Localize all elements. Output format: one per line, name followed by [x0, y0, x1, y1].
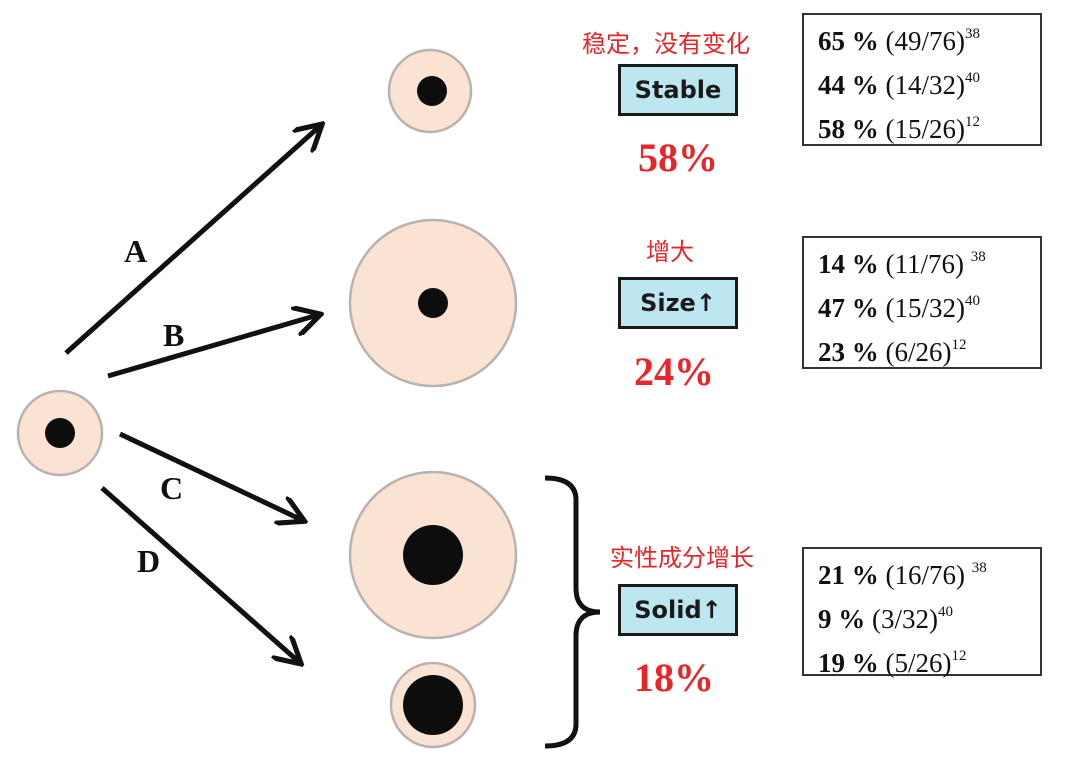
- enlarged-nodule: [348, 218, 518, 388]
- size-cn-label: 增大: [646, 238, 694, 266]
- stat-line: 65 % (49/76)38: [818, 26, 980, 56]
- solid-stats-box: 21 % (16/76) 38 9 % (3/32)40 19 % (5/26)…: [802, 547, 1042, 678]
- stat-line: 9 % (3/32)40: [818, 604, 953, 634]
- group-bracket: [544, 475, 601, 749]
- arrow-d: [100, 486, 299, 662]
- stat-line: 23 % (6/26)12: [818, 337, 967, 367]
- solid-growth-small-nodule: [389, 661, 477, 749]
- stat-line: 44 % (14/32)40: [818, 70, 980, 100]
- stable-cn-label: 稳定，没有变化: [582, 30, 750, 58]
- stable-stats-box: 65 % (49/76)38 44 % (14/32)40 58 % (15/2…: [802, 13, 1042, 146]
- solid-growth-large-nodule: [348, 470, 518, 640]
- stat-line: 47 % (15/32)40: [818, 293, 980, 323]
- size-percent: 24%: [634, 349, 714, 394]
- size-tag: Size↑: [618, 277, 738, 329]
- arrow-c: [118, 431, 302, 520]
- solid-tag: Solid↑: [618, 584, 738, 636]
- initial-nodule: [16, 389, 104, 477]
- stat-line: 14 % (11/76) 38: [818, 249, 986, 279]
- stable-tag: Stable: [618, 64, 738, 116]
- arrow-label-c: C: [160, 470, 183, 506]
- arrow-label-d: D: [137, 543, 160, 579]
- stable-percent: 58%: [638, 135, 718, 180]
- size-stats-box: 14 % (11/76) 38 47 % (15/32)40 23 % (6/2…: [802, 236, 1042, 369]
- arrow-label-b: B: [163, 317, 184, 353]
- stable-nodule: [387, 48, 473, 134]
- solid-percent: 18%: [634, 655, 714, 700]
- arrow-a: [64, 126, 320, 355]
- stat-line: 19 % (5/26)12: [818, 648, 967, 678]
- arrow-label-a: A: [124, 233, 147, 269]
- stat-line: 21 % (16/76) 38: [818, 560, 987, 590]
- stat-line: 58 % (15/26)12: [818, 114, 980, 144]
- arrow-b: [107, 315, 318, 379]
- solid-cn-label: 实性成分增长: [610, 544, 754, 572]
